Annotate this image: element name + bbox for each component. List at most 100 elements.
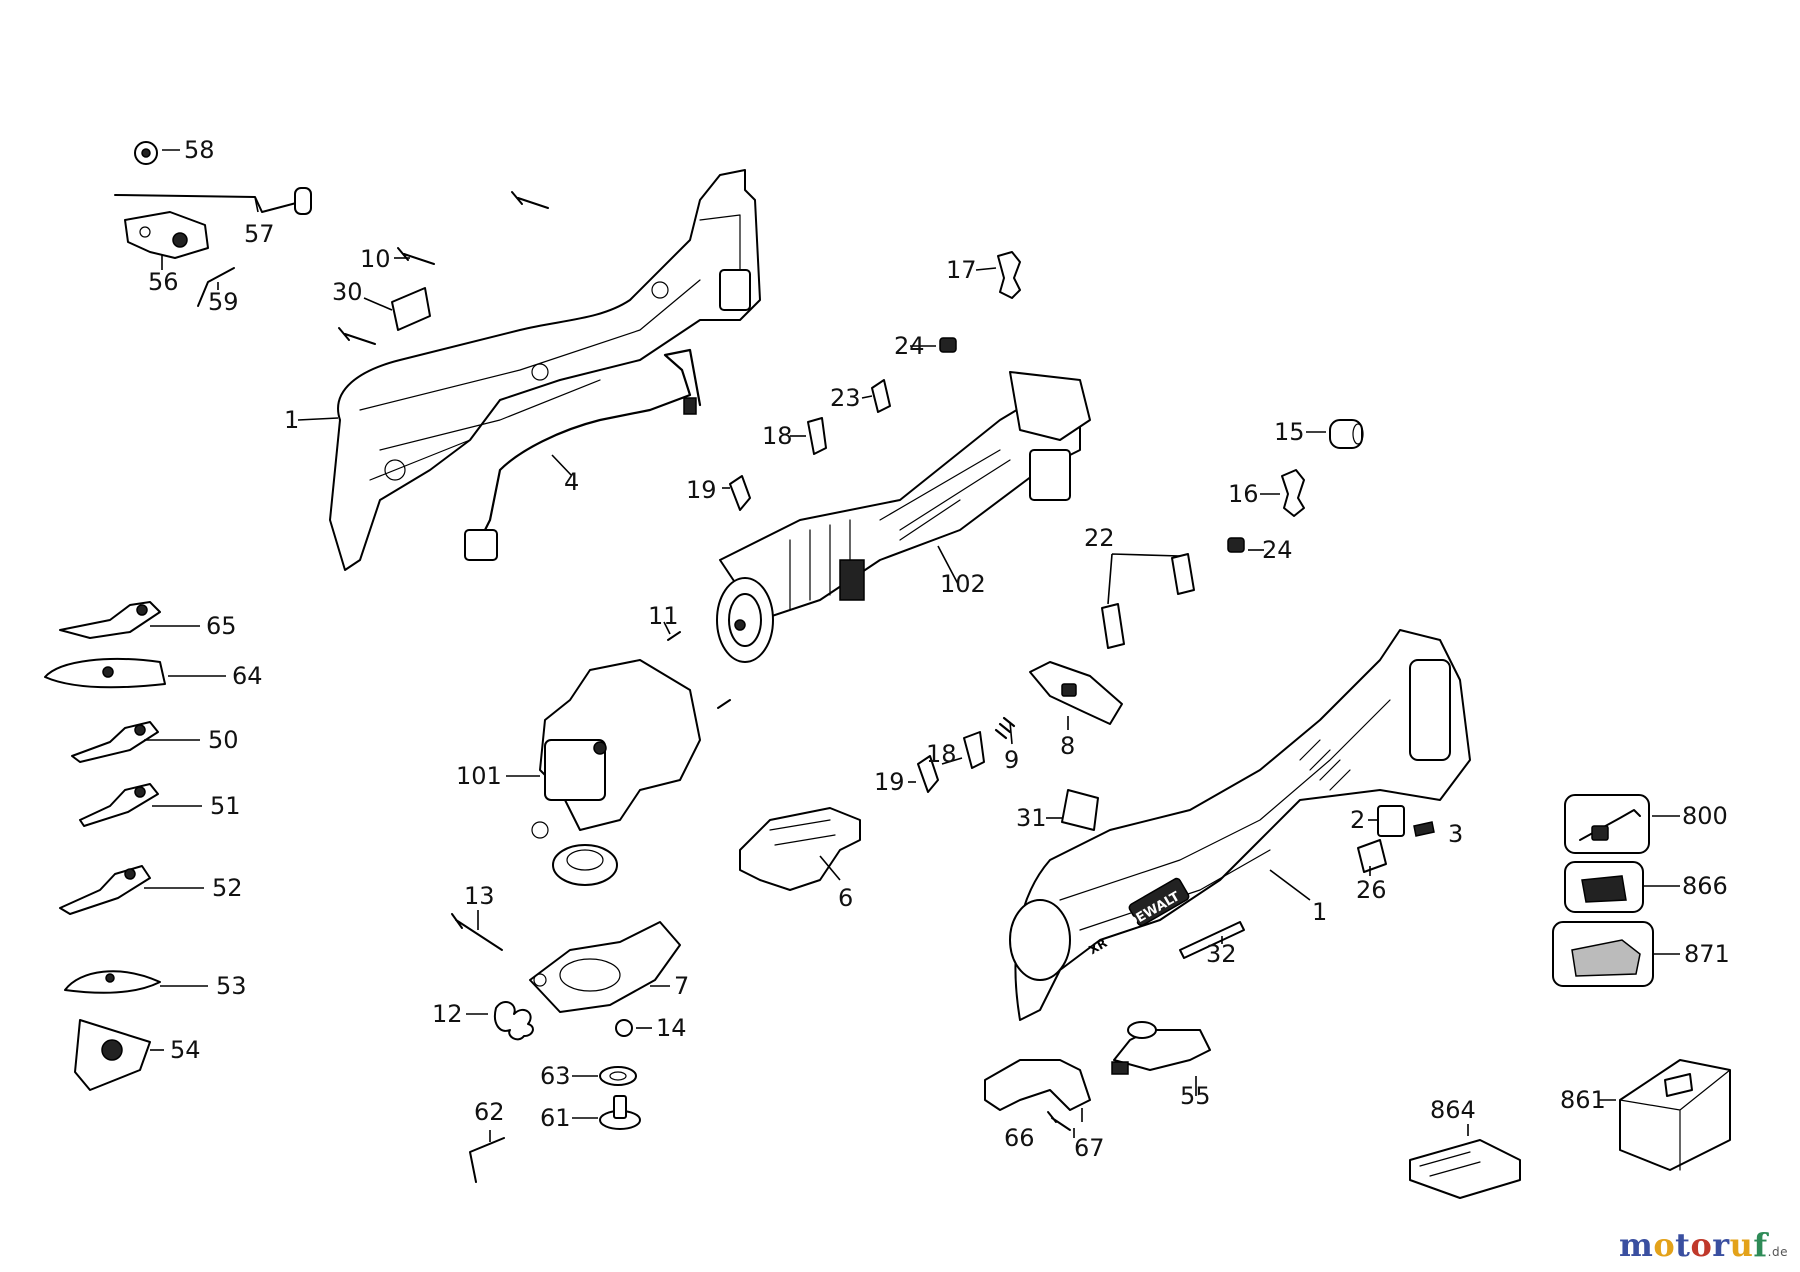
part-label-24-top: 24 (894, 332, 925, 360)
part-label-50: 50 (208, 726, 239, 754)
part-label-10: 10 (360, 245, 391, 273)
part-52-blade-drawing (59, 865, 151, 915)
part-label-51: 51 (210, 792, 241, 820)
part-label-56: 56 (148, 268, 179, 296)
part-label-17: 17 (946, 256, 977, 284)
part-label-66: 66 (1004, 1124, 1035, 1152)
part-label-1-left: 1 (284, 406, 299, 434)
watermark-letter: t (1675, 1226, 1691, 1264)
part-51-blade-drawing (79, 783, 159, 827)
part-label-866: 866 (1682, 872, 1728, 900)
watermark-letter: r (1712, 1226, 1730, 1264)
part-label-18-top: 18 (762, 422, 793, 450)
part-label-8: 8 (1060, 732, 1075, 760)
part-label-32: 32 (1206, 940, 1237, 968)
part-50-blade-drawing (71, 721, 159, 763)
part-65-blade-drawing (59, 601, 161, 639)
part-label-2: 2 (1350, 806, 1365, 834)
part-label-4: 4 (564, 468, 579, 496)
part-1-housing-left-drawing (329, 169, 761, 571)
screw-drawing (338, 191, 549, 345)
part-label-53: 53 (216, 972, 247, 1000)
part-label-9: 9 (1004, 746, 1019, 774)
part-18-lever-drawing (963, 731, 985, 769)
part-2-cover-drawing (1377, 805, 1405, 837)
part-7-clamp-drawing (529, 921, 681, 1013)
part-label-63: 63 (540, 1062, 571, 1090)
part-3-pin-drawing (1413, 821, 1435, 837)
part-12-spring-drawing (494, 1000, 534, 1041)
part-24-pad-drawing (939, 337, 957, 353)
part-22-label-drawing (1171, 553, 1195, 595)
watermark-text: motoruf (1619, 1226, 1768, 1264)
watermark-letter: u (1729, 1226, 1754, 1264)
watermark-letter: f (1753, 1226, 1768, 1264)
part-53-blade-drawing (64, 970, 161, 994)
part-62-hexkey-drawing (469, 1137, 505, 1183)
part-label-65: 65 (206, 612, 237, 640)
part-labels: 58 57 56 59 10 30 1 4 17 24 23 18 19 15 … (148, 136, 1730, 1162)
part-label-26: 26 (1356, 876, 1387, 904)
part-label-15: 15 (1274, 418, 1305, 446)
part-22-label-drawing (1101, 603, 1125, 649)
part-label-6: 6 (838, 884, 853, 912)
part-13-screw-drawing (451, 913, 503, 951)
part-32-strip-drawing (1179, 921, 1245, 959)
part-label-1-right: 1 (1312, 898, 1327, 926)
part-15-bushing-drawing (1329, 419, 1364, 449)
part-label-61: 61 (540, 1104, 571, 1132)
part-label-59: 59 (208, 288, 239, 316)
part-1-assembled-tool-drawing (1009, 629, 1471, 1021)
part-17-clip-drawing (997, 251, 1021, 299)
part-label-64: 64 (232, 662, 263, 690)
part-58-knob-drawing (134, 141, 158, 165)
part-61-bolt-drawing (599, 1095, 641, 1130)
screw-drawing (667, 631, 731, 709)
watermark-tld: .de (1767, 1245, 1788, 1259)
part-23-actuator-drawing (871, 379, 891, 413)
part-label-52: 52 (212, 874, 243, 902)
part-label-3: 3 (1448, 820, 1463, 848)
part-label-102: 102 (940, 570, 986, 598)
part-label-67: 67 (1074, 1134, 1105, 1162)
watermark-letter: o (1653, 1226, 1676, 1264)
part-59-hexkey-drawing (197, 267, 235, 307)
part-label-14: 14 (656, 1014, 687, 1042)
part-label-11: 11 (648, 602, 679, 630)
part-14-nut-drawing (615, 1019, 633, 1037)
part-67-screw-drawing (1047, 1111, 1071, 1131)
part-label-19-top: 19 (686, 476, 717, 504)
part-label-55: 55 (1180, 1082, 1211, 1110)
part-56-clamp-drawing (124, 211, 209, 259)
part-label-800: 800 (1682, 802, 1728, 830)
part-label-16: 16 (1228, 480, 1259, 508)
part-63-washer-drawing (599, 1066, 637, 1086)
part-866-battery-drawing (1564, 861, 1644, 913)
part-66-adapter-drawing (984, 1059, 1091, 1111)
watermark-logo: motoruf.de (1619, 1226, 1788, 1264)
part-800-kit-drawing (1564, 794, 1650, 854)
leader-lines (144, 149, 1680, 1142)
part-label-24-right: 24 (1262, 536, 1293, 564)
part-31-label-drawing (1061, 789, 1099, 831)
part-55-adapter-drawing (1111, 1021, 1211, 1075)
part-861-case-drawing (1619, 1059, 1731, 1171)
watermark-letter: m (1618, 1226, 1654, 1264)
watermark-letter: o (1690, 1226, 1713, 1264)
part-19-slide-drawing (729, 475, 751, 511)
part-label-57: 57 (244, 220, 275, 248)
part-57-rod-drawing (114, 187, 312, 215)
part-64-blade-drawing (44, 658, 166, 689)
part-label-13: 13 (464, 882, 495, 910)
part-label-18-mid: 18 (926, 740, 957, 768)
part-label-19-mid: 19 (874, 768, 905, 796)
part-label-31: 31 (1016, 804, 1047, 832)
part-label-62: 62 (474, 1098, 505, 1126)
part-8-cover-drawing (1029, 661, 1123, 725)
part-label-871: 871 (1684, 940, 1730, 968)
part-label-7: 7 (674, 972, 689, 1000)
part-label-12: 12 (432, 1000, 463, 1028)
part-19-slide-drawing (917, 755, 939, 793)
part-16-clip-drawing (1281, 469, 1305, 517)
